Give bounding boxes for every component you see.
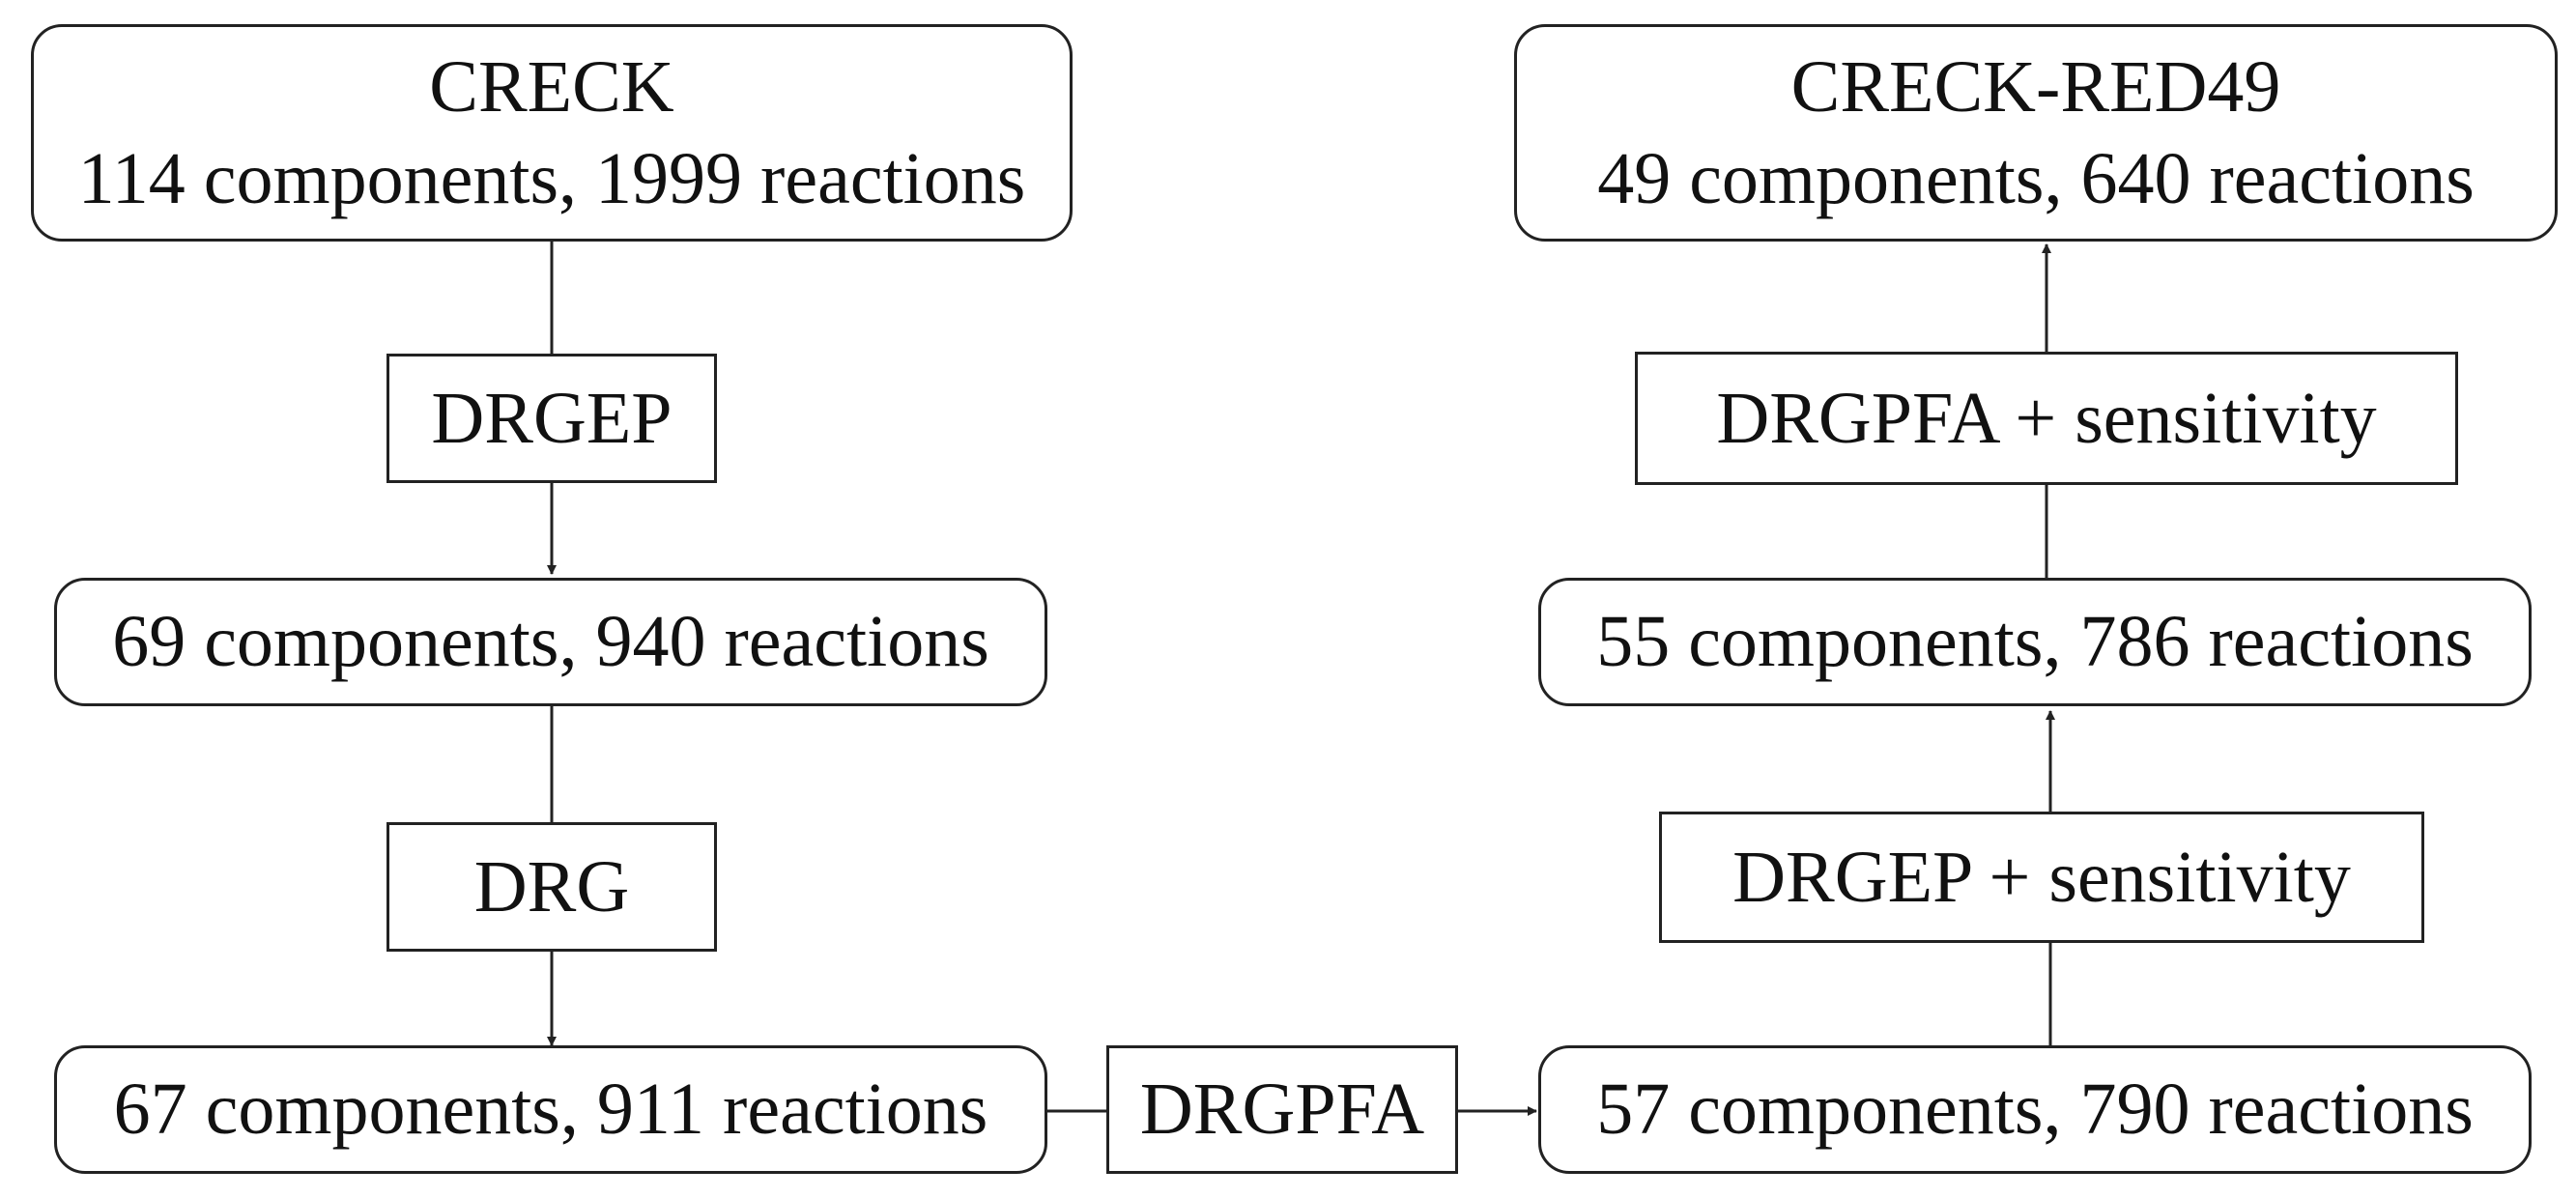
- method-drgpfa-label: DRGPFA: [1139, 1069, 1425, 1150]
- method-drg: DRG: [386, 822, 717, 952]
- node-67-stats: 67 components, 911 reactions: [113, 1069, 988, 1150]
- method-drg-label: DRG: [473, 845, 630, 927]
- node-69-stats: 69 components, 940 reactions: [112, 601, 989, 682]
- node-red49-title: CRECK-RED49: [1790, 45, 2281, 128]
- node-55-stats: 55 components, 786 reactions: [1596, 601, 2474, 682]
- node-57-components: 57 components, 790 reactions: [1538, 1045, 2532, 1174]
- method-drgep: DRGEP: [386, 354, 717, 483]
- method-drgep-sensitivity-label: DRGEP + sensitivity: [1732, 836, 2351, 918]
- node-55-components: 55 components, 786 reactions: [1538, 578, 2532, 706]
- node-67-components: 67 components, 911 reactions: [54, 1045, 1047, 1174]
- method-drgpfa: DRGPFA: [1106, 1045, 1458, 1174]
- node-creck: CRECK 114 components, 1999 reactions: [31, 24, 1073, 242]
- method-drgep-sensitivity: DRGEP + sensitivity: [1659, 812, 2424, 943]
- node-red49-stats: 49 components, 640 reactions: [1597, 137, 2475, 219]
- node-creck-title: CRECK: [429, 45, 674, 128]
- method-drgpfa-sensitivity: DRGPFA + sensitivity: [1635, 352, 2458, 485]
- node-57-stats: 57 components, 790 reactions: [1596, 1069, 2474, 1150]
- method-drgep-label: DRGEP: [431, 377, 673, 459]
- method-drgpfa-sensitivity-label: DRGPFA + sensitivity: [1716, 377, 2377, 459]
- node-creck-stats: 114 components, 1999 reactions: [77, 137, 1026, 219]
- node-69-components: 69 components, 940 reactions: [54, 578, 1047, 706]
- node-creck-red49: CRECK-RED49 49 components, 640 reactions: [1514, 24, 2558, 242]
